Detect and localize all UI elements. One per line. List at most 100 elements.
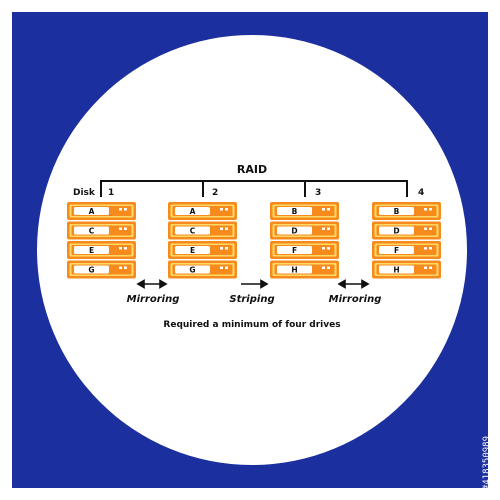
- disk-stack-4: B D F H: [372, 202, 441, 279]
- right-arrow-striping: [241, 279, 269, 289]
- drive-unit: B: [372, 202, 441, 220]
- bracket-top-line: [100, 180, 408, 197]
- drive-unit: C: [67, 221, 136, 240]
- drive-block-label: E: [89, 246, 94, 255]
- led-icon: [119, 208, 122, 211]
- disk-stack-3: B D F H: [270, 202, 339, 279]
- led-icon: [424, 227, 427, 230]
- drive-label-plate: [74, 207, 109, 215]
- drive-label-plate: [379, 226, 414, 235]
- drive-block-label: H: [393, 265, 399, 274]
- drive-block-label: C: [190, 226, 196, 235]
- led-icon: [327, 208, 330, 211]
- drive-unit: A: [168, 202, 237, 220]
- drive-unit: B: [270, 202, 339, 220]
- drive-unit: C: [168, 221, 237, 240]
- drive-block-label: F: [394, 246, 399, 255]
- drive-unit: F: [372, 241, 441, 259]
- drive-unit: H: [270, 260, 339, 279]
- drive-block-label: G: [189, 265, 195, 274]
- watermark: #418350989: [482, 435, 492, 490]
- drive-block-label: C: [89, 226, 95, 235]
- led-icon: [424, 247, 427, 250]
- led-icon: [119, 227, 122, 230]
- led-icon: [327, 266, 330, 269]
- drive-unit: D: [270, 221, 339, 240]
- led-icon: [124, 227, 127, 230]
- led-icon: [119, 266, 122, 269]
- drive-block-label: B: [292, 207, 298, 216]
- drive-block-label: H: [291, 265, 297, 274]
- operation-label-striping: Striping: [229, 294, 274, 305]
- led-icon: [424, 208, 427, 211]
- drive-unit: E: [168, 241, 237, 259]
- drive-label-plate: [277, 265, 312, 274]
- led-icon: [429, 266, 432, 269]
- drive-block-label: D: [393, 226, 399, 235]
- drive-label-plate: [379, 207, 414, 215]
- drive-label-plate: [379, 246, 414, 254]
- led-icon: [327, 227, 330, 230]
- led-icon: [220, 208, 223, 211]
- drive-unit: E: [67, 241, 136, 259]
- operation-label-mirroring-1: Mirroring: [127, 294, 180, 305]
- led-icon: [225, 227, 228, 230]
- led-icon: [424, 266, 427, 269]
- operation-label-mirroring-2: Mirroring: [329, 294, 382, 305]
- disk-number-3: 3: [315, 188, 321, 198]
- drive-label-plate: [74, 226, 109, 235]
- led-icon: [124, 208, 127, 211]
- drive-label-plate: [379, 265, 414, 274]
- led-icon: [327, 247, 330, 250]
- drive-label-plate: [175, 226, 210, 235]
- drive-block-label: D: [291, 226, 297, 235]
- led-icon: [429, 247, 432, 250]
- drive-unit: F: [270, 241, 339, 259]
- drive-block-label: A: [89, 207, 95, 216]
- led-icon: [322, 266, 325, 269]
- led-icon: [225, 208, 228, 211]
- disk-number-4: 4: [418, 188, 424, 198]
- drive-block-label: G: [88, 265, 94, 274]
- drive-label-plate: [74, 246, 109, 254]
- led-icon: [225, 247, 228, 250]
- drive-block-label: A: [190, 207, 196, 216]
- drive-block-label: E: [190, 246, 195, 255]
- led-icon: [322, 208, 325, 211]
- drive-unit: A: [67, 202, 136, 220]
- drive-block-label: B: [394, 207, 400, 216]
- drive-label-plate: [175, 207, 210, 215]
- disk-stack-2: A C E G: [168, 202, 237, 279]
- drive-label-plate: [175, 246, 210, 254]
- double-arrow-2: [337, 279, 370, 289]
- disk-label: Disk: [73, 188, 96, 198]
- led-icon: [220, 227, 223, 230]
- raid-bracket: [100, 180, 408, 197]
- led-icon: [119, 247, 122, 250]
- drive-label-plate: [175, 265, 210, 274]
- disk-number-1: 1: [108, 188, 114, 198]
- drive-label-plate: [277, 246, 312, 254]
- caption: Required a minimum of four drives: [163, 320, 340, 330]
- disk-numbers: 1 2 3 4: [108, 188, 424, 198]
- disk-stack-1: A C E G: [67, 202, 136, 279]
- drive-stacks: A C E G A C E G B D F H B D F H: [67, 202, 441, 279]
- led-icon: [225, 266, 228, 269]
- drive-unit: G: [168, 260, 237, 279]
- drive-unit: H: [372, 260, 441, 279]
- arrows: [136, 279, 370, 289]
- led-icon: [220, 266, 223, 269]
- drive-unit: G: [67, 260, 136, 279]
- led-icon: [124, 266, 127, 269]
- drive-label-plate: [277, 207, 312, 215]
- led-icon: [124, 247, 127, 250]
- disk-number-2: 2: [212, 188, 218, 198]
- diagram-title: RAID: [237, 163, 267, 176]
- double-arrow-1: [136, 279, 168, 289]
- drive-label-plate: [74, 265, 109, 274]
- led-icon: [220, 247, 223, 250]
- drive-block-label: F: [292, 246, 297, 255]
- led-icon: [429, 208, 432, 211]
- led-icon: [322, 247, 325, 250]
